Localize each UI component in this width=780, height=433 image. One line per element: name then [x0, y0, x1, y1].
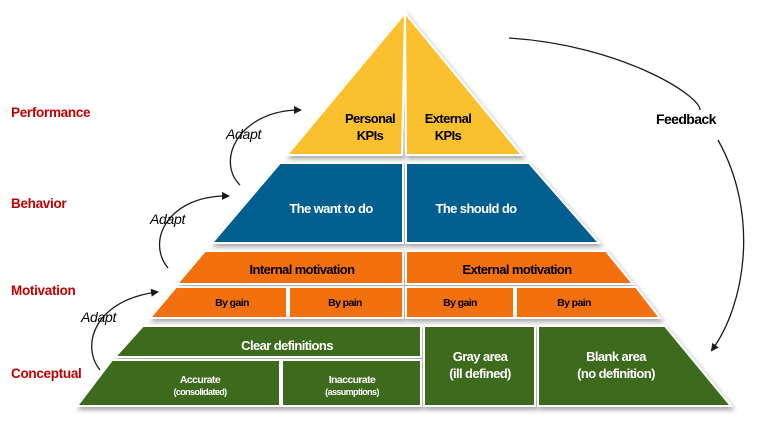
blank-area-cell — [537, 325, 734, 407]
behavior-left-cell — [209, 162, 404, 244]
gray-area-cell — [423, 325, 536, 407]
gray-area-sublabel: (ill defined) — [449, 366, 511, 381]
accurate-label: Accurate — [180, 374, 221, 386]
external-motivation-label: External motivation — [462, 262, 572, 277]
clear-definitions-label: Clear definitions — [241, 338, 333, 353]
adapt-arrow-1 — [229, 106, 302, 186]
blank-area-label: Blank area — [586, 349, 647, 364]
accurate-sublabel: (consolidated) — [173, 387, 227, 397]
want-to-do-label: The want to do — [289, 201, 373, 216]
feedback-label: Feedback — [656, 111, 717, 127]
external-motivation-header — [405, 250, 636, 285]
personal-kpis-line2: KPIs — [357, 128, 384, 143]
adapt-label-3: Adapt — [80, 309, 117, 325]
performance-right-cell — [403, 10, 525, 156]
adapt-arrow-2 — [158, 191, 230, 269]
by-gain-label-2: By gain — [443, 297, 477, 309]
clear-definitions-header — [112, 325, 422, 358]
motivation-cell-4 — [515, 286, 663, 319]
by-pain-label-1: By pain — [328, 297, 362, 309]
inaccurate-sublabel: (assumptions) — [325, 387, 379, 397]
internal-motivation-header — [174, 250, 404, 285]
blank-area-sublabel: (no definition) — [577, 366, 655, 381]
level-label-behavior: Behavior — [11, 196, 67, 211]
gray-area-label: Gray area — [453, 349, 509, 364]
adapt-label-1: Adapt — [225, 126, 262, 142]
adapt-label-2: Adapt — [149, 211, 186, 227]
by-pain-label-2: By pain — [557, 297, 591, 309]
motivation-cell-1 — [147, 286, 288, 319]
behavior-right-cell — [405, 162, 602, 244]
internal-motivation-label: Internal motivation — [250, 262, 356, 277]
external-kpis-line1: External — [425, 111, 472, 126]
motivation-cell-3 — [405, 286, 515, 319]
behavior-tier — [209, 162, 602, 244]
performance-tier — [284, 10, 525, 156]
motivation-tier — [147, 250, 663, 319]
should-do-label: The should do — [435, 201, 517, 216]
feedback-arrow-lower — [710, 139, 745, 352]
external-kpis-line2: KPIs — [435, 128, 462, 143]
personal-kpis-line1: Personal — [345, 111, 395, 126]
performance-left-cell — [284, 10, 407, 156]
level-label-conceptual: Conceptual — [11, 366, 82, 381]
inaccurate-label: Inaccurate — [329, 374, 376, 386]
accurate-cell — [74, 359, 281, 407]
adapt-arrow-3 — [91, 288, 159, 371]
feedback-arrow — [508, 37, 701, 111]
by-gain-label-1: By gain — [215, 297, 249, 309]
conceptual-tier — [74, 325, 734, 407]
inaccurate-cell — [281, 359, 422, 407]
motivation-cell-2 — [288, 286, 404, 319]
level-label-motivation: Motivation — [11, 283, 76, 298]
level-label-performance: Performance — [11, 105, 91, 120]
